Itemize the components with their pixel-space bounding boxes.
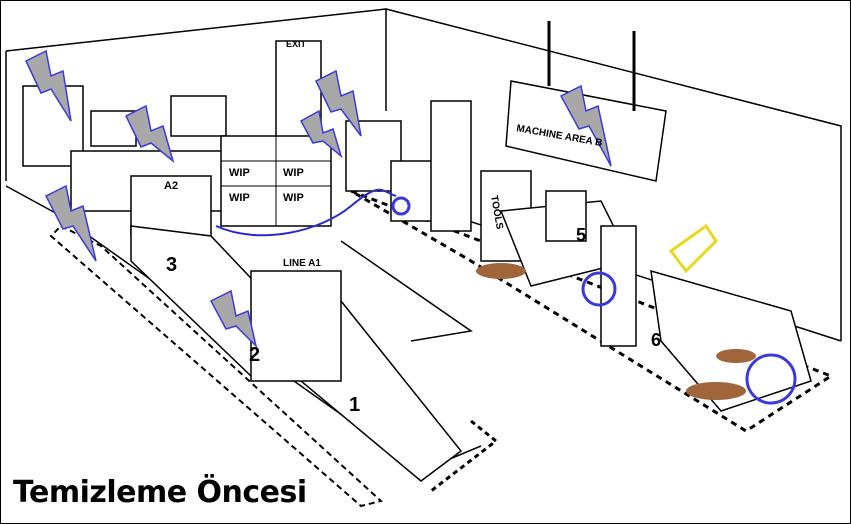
loose-cable [215,188,397,237]
problem-circles [391,196,797,405]
lightning-bolts [25,49,612,349]
station-number: 6 [651,330,661,350]
line-a2-sign: A2 [164,180,178,192]
station-number: 1 [349,394,360,416]
wip-label: WIP [283,167,304,179]
wip-boxes [221,136,331,226]
station-number: 5 [576,225,586,245]
exit-sign: EXIT [286,39,307,49]
wip-label: WIP [283,192,304,204]
machinery [22,40,812,482]
yellow-highlight [668,223,718,274]
station-number: 3 [166,254,177,276]
oil-spills [476,263,756,400]
caption: Temizleme Öncesi [13,475,307,510]
station-number: 2 [249,344,260,366]
wip-label: WIP [229,192,250,204]
line-a1-sign: LINE A1 [283,258,321,269]
wip-label: WIP [229,167,250,179]
